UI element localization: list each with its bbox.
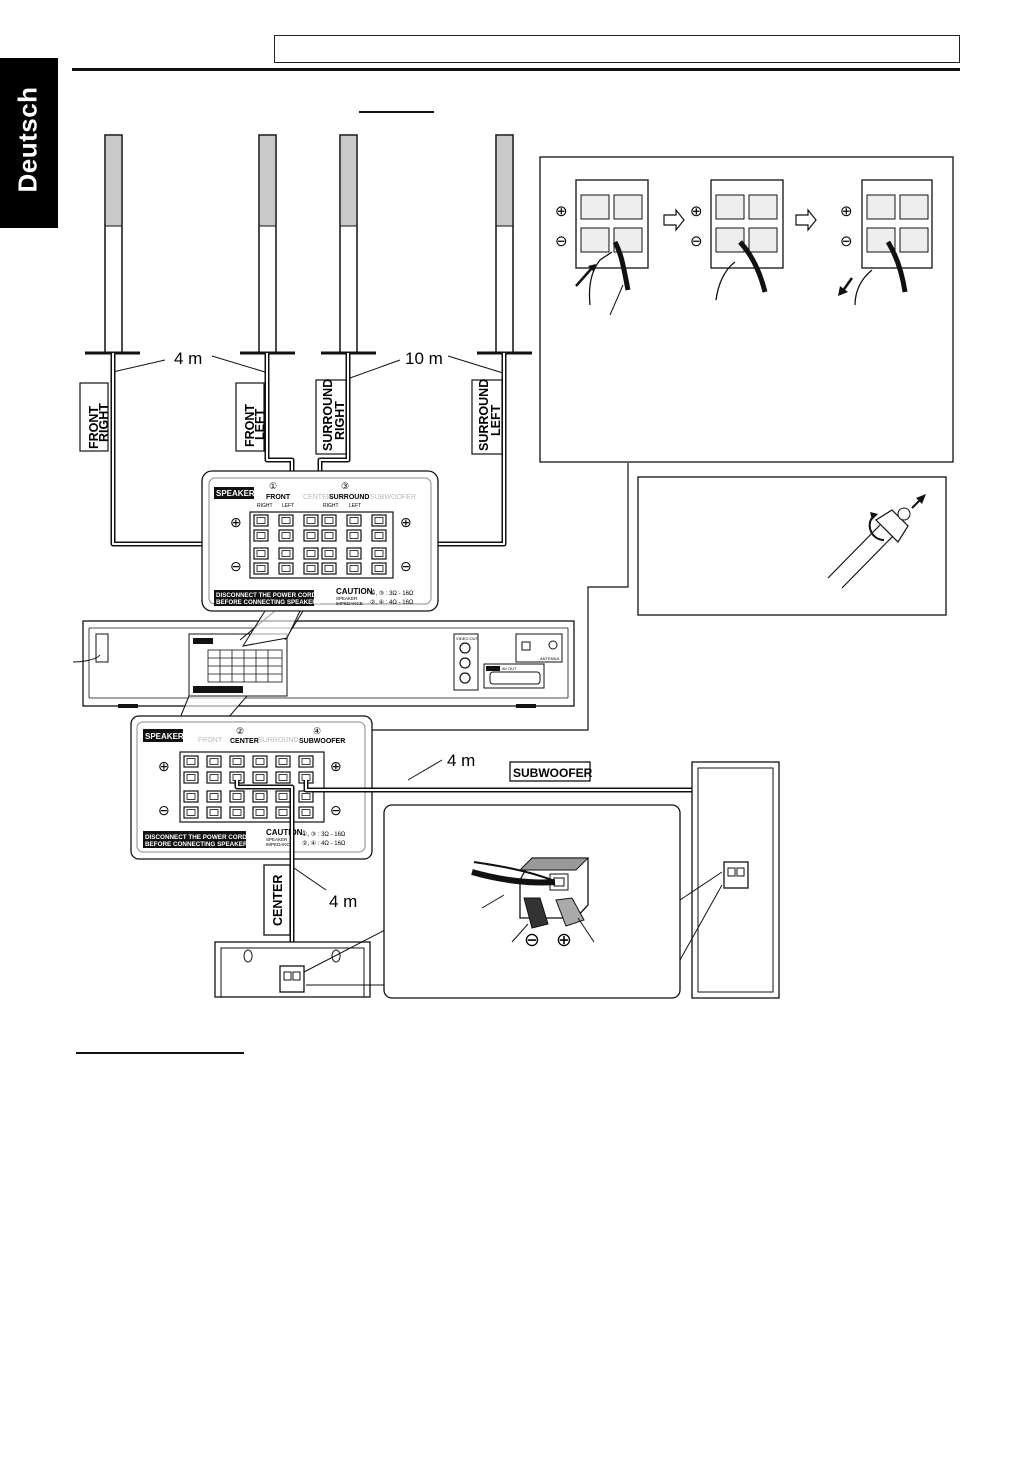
distance-center: 4 m xyxy=(329,892,357,911)
subwoofer-cabinet xyxy=(691,761,780,999)
subwoofer-label-box xyxy=(509,761,591,782)
plus-symbol: ⊕ xyxy=(330,758,342,774)
label-front-left-line1: FRONT xyxy=(243,404,257,447)
lower-caution-speaker: SPEAKER xyxy=(266,837,288,842)
lower-panel-title: SPEAKERS xyxy=(145,732,190,741)
minus-symbol: ⊖ xyxy=(230,558,242,574)
label-surround-right-line1: SURROUND xyxy=(321,379,335,451)
wire-twist-box xyxy=(637,476,947,616)
wire-connection-steps: ⊕ ⊖ ⊕ ⊖ ⊕ ⊖ xyxy=(539,156,954,463)
lower-caution-impedance: IMPEDANCE xyxy=(266,842,293,847)
upper-group1-right: RIGHT xyxy=(257,503,273,509)
label-surround-left-line2: LEFT xyxy=(489,404,503,436)
upper-terminal-panel: SPEAKERS ① FRONT RIGHT LEFT CENTER ③ SUR… xyxy=(201,470,439,612)
av-out-label: AV OUT xyxy=(502,666,517,671)
plus-symbol: ⊕ xyxy=(158,758,170,774)
terminal-detail-box: ⊖ ⊕ xyxy=(303,804,723,999)
speaker-front-left xyxy=(240,134,295,355)
center-label-box xyxy=(263,864,291,936)
minus-symbol: ⊖ xyxy=(330,802,342,818)
upper-group2-name: CENTER xyxy=(303,494,332,501)
minus-symbol: ⊖ xyxy=(400,558,412,574)
lower-group4-num: ④ xyxy=(313,726,321,736)
lower-warning-line1: DISCONNECT THE POWER CORD xyxy=(145,834,247,841)
antenna-label: ANTENNA xyxy=(540,656,559,661)
upper-warning-line1: DISCONNECT THE POWER CORD xyxy=(216,592,317,599)
upper-panel-title: SPEAKERS xyxy=(216,489,261,498)
upper-group1-num: ① xyxy=(269,481,277,491)
arrow-right-icon xyxy=(795,208,817,232)
lower-caution-value1: ①, ③ : 3Ω - 16Ω xyxy=(302,831,346,838)
step-3: ⊕ ⊖ xyxy=(838,179,933,306)
upper-caution-value2: ②, ④ : 4Ω - 16Ω xyxy=(370,599,414,606)
upper-group3-num: ③ xyxy=(341,481,349,491)
label-surround-right: SURROUND RIGHT xyxy=(315,379,347,455)
lower-group2-num: ② xyxy=(236,726,244,736)
lower-warning-line2: BEFORE CONNECTING SPEAKERS xyxy=(145,841,252,848)
upper-group3-right: RIGHT xyxy=(323,503,339,509)
label-front-right-line1: FRONT xyxy=(87,406,101,449)
upper-group3-left: LEFT xyxy=(349,503,361,509)
plus-symbol: ⊕ xyxy=(690,203,703,220)
plus-symbol: ⊕ xyxy=(400,514,412,530)
label-front-right-line2: RIGHT xyxy=(97,403,111,442)
distance-front: 4 m xyxy=(174,349,202,368)
video-out-label: VIDEO OUT xyxy=(456,636,479,641)
label-surround-right-line2: RIGHT xyxy=(333,401,347,440)
plus-symbol: ⊕ xyxy=(555,203,568,220)
header-box xyxy=(274,35,960,63)
upper-group4-name: SUBWOOFER xyxy=(370,494,416,501)
lower-caution-value2: ②, ④ : 4Ω - 16Ω xyxy=(302,840,346,847)
distance-subwoofer: 4 m xyxy=(447,751,475,770)
label-surround-left-line1: SURROUND xyxy=(477,379,491,451)
upper-group1-name: FRONT xyxy=(266,494,291,501)
label-front-right: FRONT RIGHT xyxy=(79,382,111,452)
speaker-front-right xyxy=(85,134,140,355)
step-1: ⊕ ⊖ xyxy=(555,179,649,316)
upper-warning-line2: BEFORE CONNECTING SPEAKERS xyxy=(216,599,321,606)
lower-group3-name: SURROUND xyxy=(258,737,298,744)
speaker-surround-left xyxy=(477,134,532,355)
subwoofer-label: SUBWOOFER xyxy=(513,766,593,780)
label-surround-left: SURROUND LEFT xyxy=(471,379,503,455)
minus-symbol: ⊖ xyxy=(524,930,540,951)
minus-symbol: ⊖ xyxy=(555,233,568,250)
minus-symbol: ⊖ xyxy=(840,233,853,250)
lower-group4-name: SUBWOOFER xyxy=(299,738,345,745)
distance-surround: 10 m xyxy=(405,349,443,368)
upper-caution-speaker: SPEAKER xyxy=(336,596,358,601)
upper-caution-title: CAUTION: xyxy=(336,587,375,596)
label-front-left: FRONT LEFT xyxy=(235,382,267,452)
minus-symbol: ⊖ xyxy=(690,233,703,250)
rear-unit: VIDEO OUT AV OUT ANTENNA xyxy=(72,620,575,708)
lower-caution-title: CAUTION: xyxy=(266,828,305,837)
arrow-right-icon xyxy=(663,208,685,232)
footnote-rule xyxy=(76,1052,244,1054)
upper-group3-name: SURROUND xyxy=(329,494,369,501)
language-tab: Deutsch xyxy=(0,58,58,228)
upper-group1-left: LEFT xyxy=(282,503,294,509)
minus-symbol: ⊖ xyxy=(158,802,170,818)
lower-group2-name: CENTER xyxy=(230,738,259,745)
center-label: CENTER xyxy=(271,875,285,926)
upper-caution-value1: ①, ③ : 3Ω - 16Ω xyxy=(370,590,414,597)
label-front-left-line2: LEFT xyxy=(253,408,267,440)
step-2: ⊕ ⊖ xyxy=(690,179,784,301)
upper-caution-impedance: IMPEDANCE xyxy=(336,601,363,606)
header-rule xyxy=(72,68,960,71)
plus-symbol: ⊕ xyxy=(230,514,242,530)
plus-symbol: ⊕ xyxy=(556,930,572,951)
speaker-surround-right xyxy=(321,134,376,355)
lower-group1-name: FRONT xyxy=(198,737,223,744)
title-underline xyxy=(359,111,434,113)
plus-symbol: ⊕ xyxy=(840,203,853,220)
